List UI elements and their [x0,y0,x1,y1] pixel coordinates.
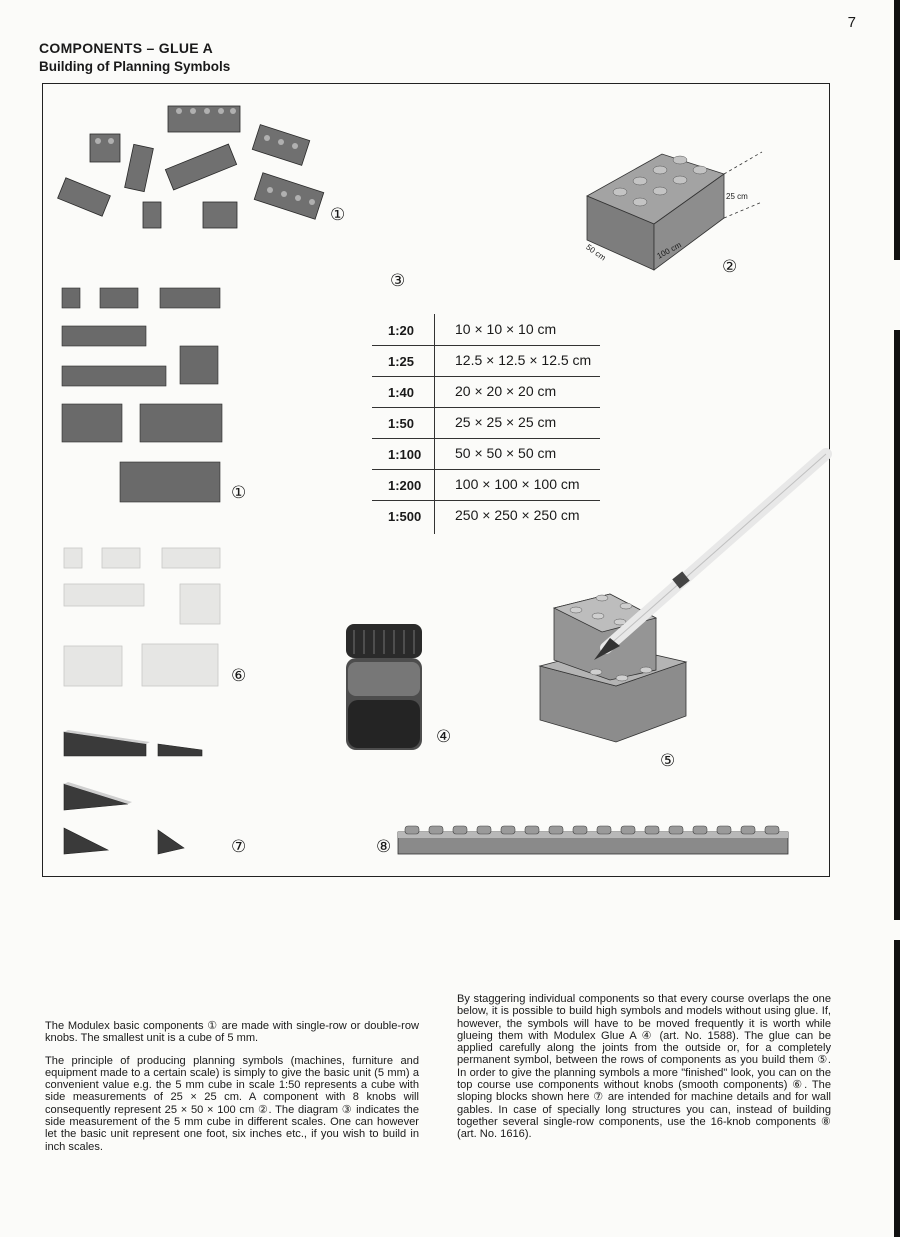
scale-label: 1:100 [388,447,422,462]
paragraph: By staggering individual components so t… [457,993,831,1141]
marker-1: ① [330,205,346,224]
scale-label: 1:25 [388,354,415,369]
smooth-components [63,547,221,687]
scale-size: 20 × 20 × 20 cm [455,383,557,399]
table-row: 1:500 250 × 250 × 250 cm [372,500,600,531]
sixteen-knob-component [397,825,789,855]
marker-5: ⑤ [660,751,676,770]
table-row: 1:200 100 × 100 × 100 cm [372,469,600,501]
table-row: 1:20 10 × 10 × 10 cm [372,314,600,346]
page-subtitle: Building of Planning Symbols [39,59,231,74]
table-divider [434,314,436,534]
page-number: 7 [847,14,856,31]
scale-label: 1:40 [388,385,415,400]
single-double-row-components [61,287,223,503]
scale-label: 1:20 [388,323,415,338]
table-row: 1:25 12.5 × 12.5 × 12.5 cm [372,345,600,377]
figure-frame [42,83,830,877]
scale-size: 10 × 10 × 10 cm [455,321,557,337]
left-text-column: The Modulex basic components ① are made … [45,1020,419,1163]
basic-components-illustration [57,105,325,229]
page-edge-bar [894,940,900,1237]
scale-size: 25 × 25 × 25 cm [455,414,557,430]
marker-2: ② [722,257,738,276]
glueing-illustration [538,448,832,743]
scale-size: 50 × 50 × 50 cm [455,445,557,461]
scale-size: 12.5 × 12.5 × 12.5 cm [455,352,592,368]
paragraph: The Modulex basic components ① are made … [45,1020,419,1045]
table-row: 1:50 25 × 25 × 25 cm [372,407,600,439]
marker-8: ⑧ [376,837,392,856]
scale-size: 100 × 100 × 100 cm [455,476,580,492]
scale-label: 1:50 [388,416,415,431]
page-edge-bar [894,0,900,260]
marker-7: ⑦ [231,837,247,856]
marker-4: ④ [436,727,452,746]
marker-6: ⑥ [231,666,247,685]
height-dimension-label: 25 cm [726,192,748,201]
table-row: 1:40 20 × 20 × 20 cm [372,376,600,408]
scale-label: 1:500 [388,509,422,524]
table-row: 1:100 50 × 50 × 50 cm [372,438,600,470]
page-title: COMPONENTS – GLUE A [39,40,213,56]
right-text-column: By staggering individual components so t… [457,993,831,1151]
marker-1b: ① [231,483,247,502]
sloping-blocks [63,730,203,855]
marker-3: ③ [390,271,406,290]
glue-jar [346,624,422,750]
paragraph: The principle of producing planning symb… [45,1054,419,1153]
brick-dimension-illustration [586,151,763,271]
page-edge-bar [894,330,900,920]
scale-label: 1:200 [388,478,422,493]
scale-size: 250 × 250 × 250 cm [455,507,580,523]
